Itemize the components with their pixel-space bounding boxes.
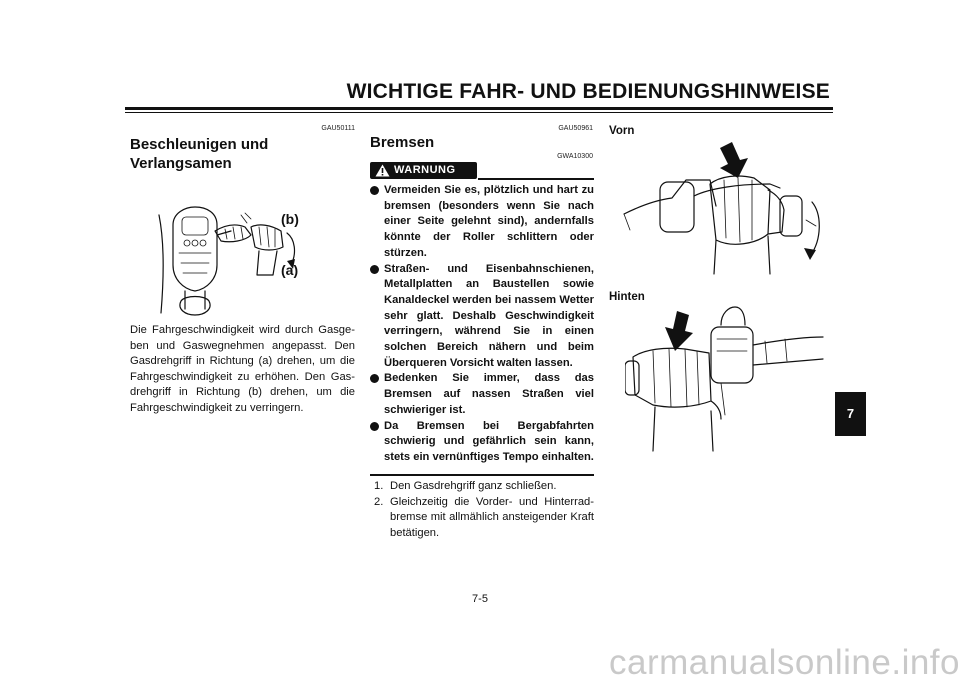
step-item: 1. Den Gasdrehgriff ganz schließen. (370, 479, 594, 495)
warning-item: Da Bremsen bei Bergabfahrten schwierig u… (370, 419, 594, 466)
section-code: GAU50961 (558, 125, 593, 132)
figure-label-b: (b) (281, 211, 299, 227)
warning-badge: WARNUNG (370, 162, 477, 179)
step-number: 1. (374, 480, 384, 492)
step-item: 2. Gleichzeitig die Vorder- und Hinterrad… (370, 495, 594, 542)
section-heading: Beschleunigen und Verlangsamen (130, 135, 360, 173)
step-number: 2. (374, 495, 384, 508)
warning-label: WARNUNG (394, 164, 456, 176)
bullet-icon (370, 186, 379, 195)
figure-label-a: (a) (281, 262, 299, 278)
section-body: Die Fahrgeschwindigkeit wird durch Gasge… (130, 324, 355, 414)
heading-line: Beschleunigen und (130, 136, 269, 153)
front-brake-illustration (623, 142, 820, 275)
chapter-tab[interactable]: 7 (835, 392, 866, 436)
header-rule-thin (125, 112, 833, 113)
bullet-icon (370, 374, 379, 384)
warning-item-text: Vermeiden Sie es, plötzlich und hart zu … (384, 184, 594, 259)
warning-end-rule (370, 474, 594, 476)
page-number: 7-5 (472, 593, 488, 605)
header-rule (125, 107, 833, 110)
section-heading: Bremsen (370, 134, 435, 151)
throttle-illustration (158, 206, 296, 316)
warning-code: GWA10300 (557, 153, 593, 160)
front-brake-label: Vorn (609, 125, 635, 137)
bullet-icon (370, 264, 379, 274)
warning-rule (478, 178, 594, 180)
step-text: Gleichzeitig die Vorder- und Hinterrad­b… (390, 495, 594, 539)
step-text: Den Gasdrehgriff ganz schließen. (390, 480, 557, 492)
page-header-title: WICHTIGE FAHR- UND BEDIENUNGSHINWEISE (346, 80, 830, 103)
footer-band (0, 627, 960, 679)
warning-item: Straßen- und Eisenbahnschienen, Metallpl… (370, 262, 594, 372)
bullet-icon (370, 421, 379, 431)
warning-triangle-icon (375, 164, 390, 177)
warning-item: Bedenken Sie immer, dass das Bremsen auf… (370, 371, 594, 418)
steps-list: 1. Den Gasdrehgriff ganz schließen. 2. Gle… (370, 479, 594, 541)
rear-brake-label: Hinten (609, 291, 645, 303)
heading-line: Verlangsamen (130, 155, 232, 172)
footer-watermark: carmanualsonline.info (609, 643, 960, 682)
warning-list: Vermeiden Sie es, plötzlich und hart zu … (370, 183, 594, 466)
warning-item-text: Bedenken Sie immer, dass das Bremsen auf… (384, 372, 594, 416)
warning-item: Vermeiden Sie es, plötzlich und hart zu … (370, 183, 594, 262)
rear-brake-illustration (625, 306, 824, 452)
warning-item-text: Straßen- und Eisenbahnschienen, Metallpl… (384, 262, 594, 369)
warning-item-text: Da Bremsen bei Bergabfahrten schwierig u… (384, 419, 594, 463)
section-code: GAU50111 (321, 125, 355, 132)
